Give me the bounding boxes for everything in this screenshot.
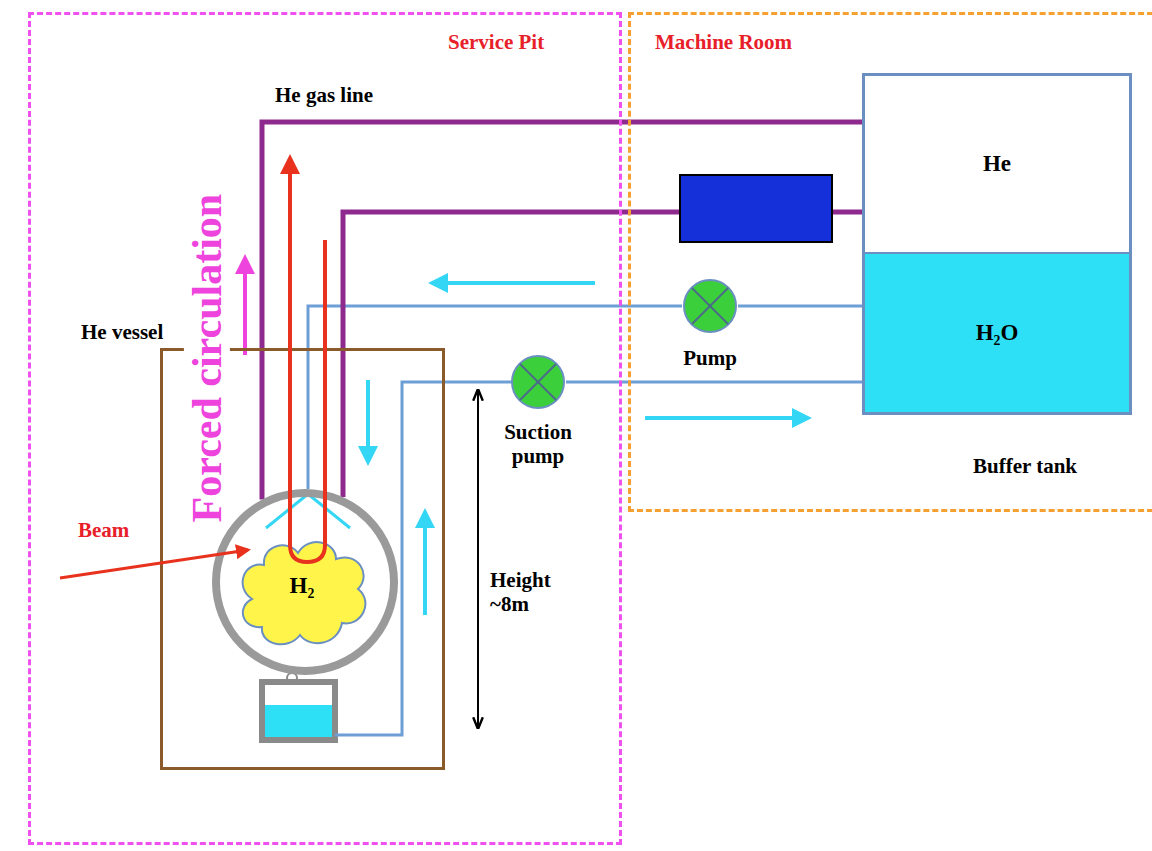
water-pipe (566, 381, 865, 384)
beam-label-holder: Beam (78, 518, 158, 542)
node-label: H₂ (277, 573, 327, 599)
circulation-arrow (243, 258, 247, 355)
filter-box (680, 175, 832, 242)
water-pipe (308, 306, 682, 489)
node-label: Machine Room (655, 30, 825, 54)
return-pipe (335, 382, 512, 735)
gas-pipe (262, 122, 865, 500)
node-label: Suction pump (488, 420, 588, 468)
node-label: H₂O (976, 320, 1019, 346)
buffer-tank: Buffer tankHeH₂O (862, 73, 1132, 415)
gas-pipe (343, 212, 865, 497)
height-dimension (477, 390, 479, 728)
circulation-label: Forced circulation (184, 190, 230, 527)
flow-arrows (368, 283, 808, 615)
height-label-holder: Height ~8m (490, 568, 572, 616)
pump: Pump (682, 278, 738, 334)
node-label: Pump (660, 346, 760, 370)
node-label: Service Pit (448, 30, 598, 54)
beam-path (290, 158, 325, 562)
gas-line-label-holder: He gas line (275, 83, 455, 107)
region-machine-room: Machine RoomPumpBuffer tank HeH₂O (628, 12, 1152, 512)
water-reservoir (262, 673, 335, 740)
height-label: Height ~8m (490, 568, 572, 616)
pump-symbol (682, 278, 738, 334)
circulation-label-holder: Forced circulation (184, 138, 230, 578)
node-label: He (983, 151, 1011, 177)
gas-line-label: He gas line (275, 83, 455, 107)
helium-space: He (865, 76, 1129, 252)
beam-arrow (60, 550, 248, 578)
node-label: He vessel (81, 320, 191, 344)
water-space: H₂O (865, 252, 1129, 412)
beam-label: Beam (78, 518, 158, 542)
water-pipe (738, 305, 865, 308)
target-sphere: H₂ (212, 489, 398, 675)
node-label: Buffer tank (935, 454, 1115, 478)
pump-symbol (510, 354, 566, 410)
suction-pump: Suction pump (510, 354, 566, 410)
